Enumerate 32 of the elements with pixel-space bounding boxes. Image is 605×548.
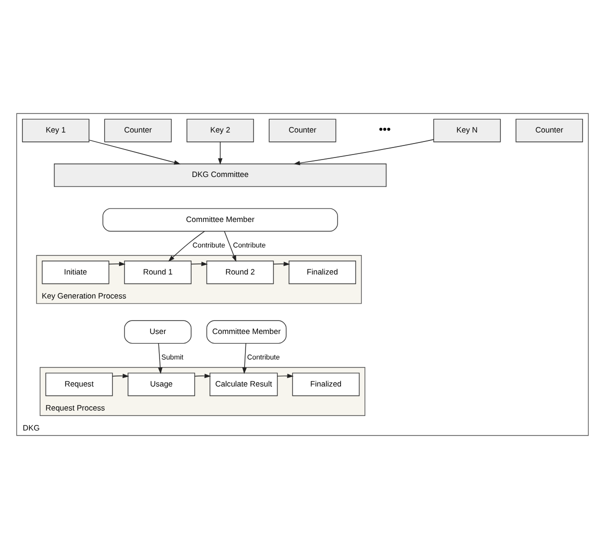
arrow — [218, 141, 222, 164]
node-box: Counter — [516, 118, 583, 142]
arrow — [194, 373, 211, 378]
node-box: Round 1 — [124, 260, 192, 284]
label: ••• — [378, 124, 391, 136]
arrow — [224, 230, 236, 262]
node-box: Key 2 — [186, 118, 254, 142]
arrow — [168, 230, 205, 262]
arrow — [108, 261, 126, 266]
node-box: Finalized — [292, 372, 360, 396]
arrow — [158, 342, 162, 374]
node-box: Counter — [104, 118, 172, 142]
node-box: Key N — [433, 118, 501, 142]
node-box: Request — [45, 372, 113, 396]
node-box: Calculate Result — [210, 372, 278, 396]
node-box: Counter — [268, 118, 336, 142]
arrow — [112, 373, 130, 378]
node-box: DKG Committee — [54, 163, 387, 186]
node-box: Committee Member — [102, 208, 338, 232]
arrow — [277, 373, 294, 378]
arrow — [242, 342, 247, 374]
node-box: Usage — [128, 372, 196, 396]
node-box: Initiate — [42, 260, 110, 284]
arrow — [273, 261, 290, 266]
node-box: Committee Member — [206, 320, 287, 344]
arrow — [294, 138, 434, 165]
arrow — [88, 139, 181, 164]
arrow — [190, 261, 208, 266]
node-box: User — [124, 320, 192, 344]
node-box: Finalized — [288, 260, 356, 284]
node-box: Key 1 — [22, 118, 90, 142]
node-box: Round 2 — [206, 260, 274, 284]
